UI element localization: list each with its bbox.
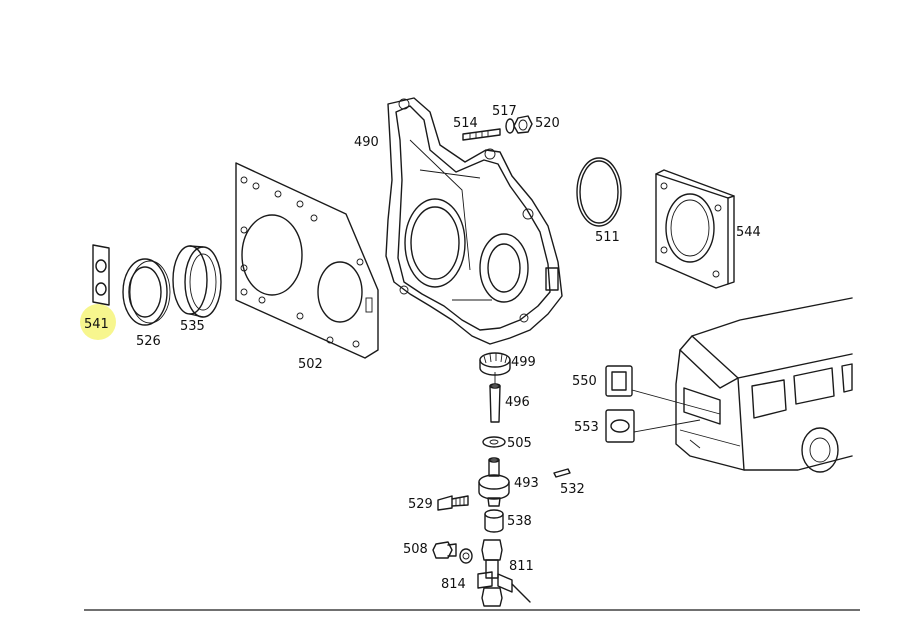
part-811-fitting[interactable] — [477, 539, 531, 607]
highlight-marker — [80, 304, 116, 340]
callout-541[interactable]: 541 — [84, 317, 109, 332]
part-550-label[interactable] — [605, 365, 721, 415]
callout-499[interactable]: 499 — [511, 355, 536, 370]
callout-538[interactable]: 538 — [507, 514, 532, 529]
part-502-gasket[interactable] — [235, 162, 379, 359]
part-493-drive[interactable] — [478, 457, 510, 507]
part-526-seal-ring[interactable] — [122, 258, 171, 326]
callout-508[interactable]: 508 — [403, 542, 428, 557]
callout-493[interactable]: 493 — [514, 476, 539, 491]
callout-529[interactable]: 529 — [408, 497, 433, 512]
part-514-stud[interactable] — [462, 128, 501, 141]
callout-511[interactable]: 511 — [595, 230, 620, 245]
part-532-pin[interactable] — [553, 468, 571, 478]
callout-544[interactable]: 544 — [736, 225, 761, 240]
part-553-label[interactable] — [605, 409, 701, 443]
part-529-screw[interactable] — [437, 495, 469, 511]
callout-520[interactable]: 520 — [535, 116, 560, 131]
part-538-bushing[interactable] — [484, 509, 504, 533]
part-496-shaft[interactable] — [489, 383, 501, 423]
part-508-plug[interactable] — [432, 541, 457, 559]
callout-550[interactable]: 550 — [572, 374, 597, 389]
callout-496[interactable]: 496 — [505, 395, 530, 410]
callout-814[interactable]: 814 — [441, 577, 466, 592]
part-505-washer[interactable] — [482, 436, 506, 448]
part-814-washer[interactable] — [459, 548, 473, 564]
callout-514[interactable]: 514 — [453, 116, 478, 131]
callout-490[interactable]: 490 — [354, 135, 379, 150]
part-490-housing[interactable] — [385, 97, 563, 345]
callout-502[interactable]: 502 — [298, 357, 323, 372]
part-541-plate[interactable] — [92, 244, 110, 306]
callout-535[interactable]: 535 — [180, 319, 205, 334]
callout-505[interactable]: 505 — [507, 436, 532, 451]
callout-532[interactable]: 532 — [560, 482, 585, 497]
part-520-nut[interactable] — [513, 115, 533, 134]
callout-811[interactable]: 811 — [509, 559, 534, 574]
part-517-washer[interactable] — [505, 118, 515, 134]
vehicle-sketch — [675, 297, 853, 473]
part-544-flange[interactable] — [655, 169, 735, 289]
callout-526[interactable]: 526 — [136, 334, 161, 349]
part-511-o-ring[interactable] — [576, 157, 622, 227]
part-535-ring[interactable] — [172, 245, 222, 318]
part-499-gear[interactable] — [479, 352, 511, 376]
callout-517[interactable]: 517 — [492, 104, 517, 119]
callout-553[interactable]: 553 — [574, 420, 599, 435]
